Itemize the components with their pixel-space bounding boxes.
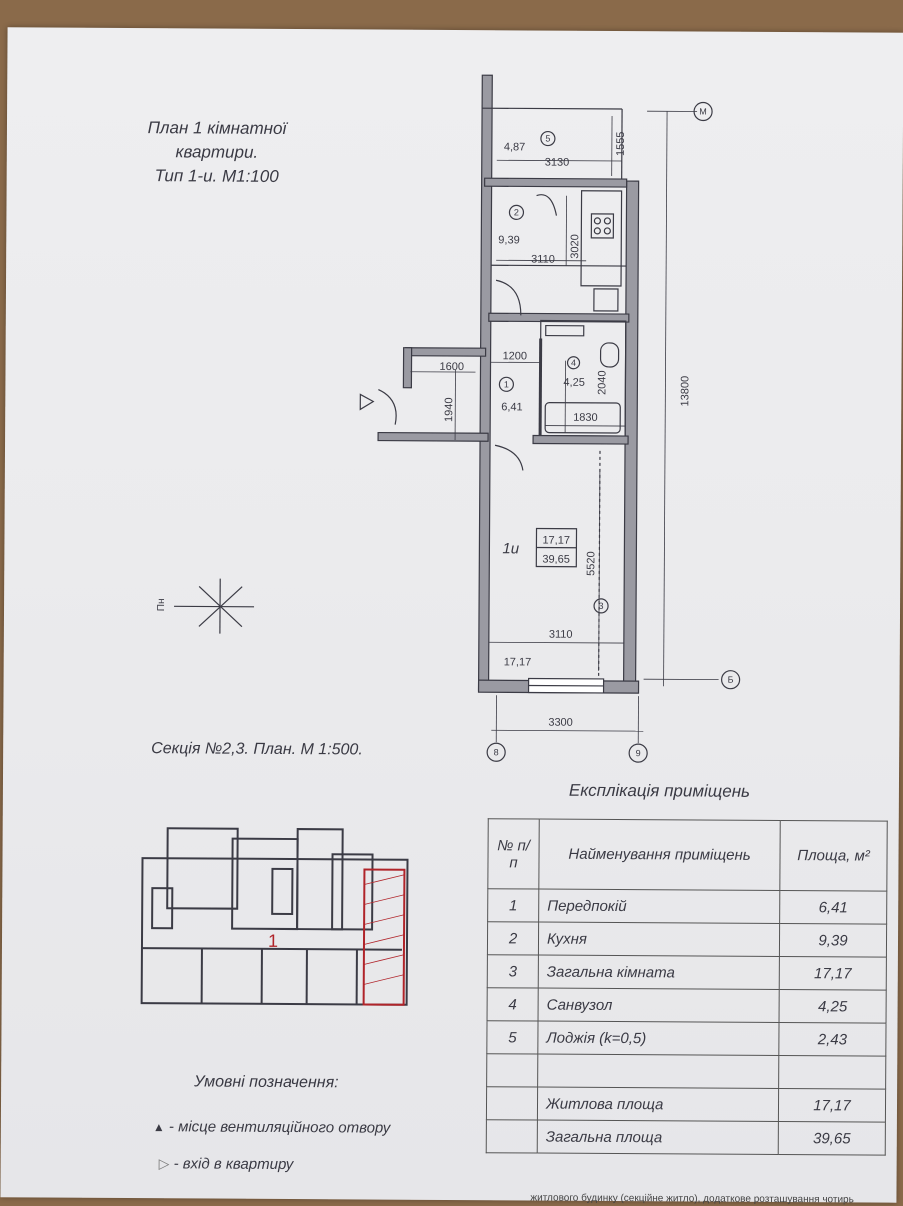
legend-entry-text: - вхід в квартиру xyxy=(174,1155,294,1173)
dim-total-height: 13800 xyxy=(679,376,691,407)
row-name: Кухня xyxy=(538,922,779,956)
room-marker-1: 1 xyxy=(504,379,509,389)
dim-living-area: 17,17 xyxy=(504,656,532,668)
row-name: Лоджія (k=0,5) xyxy=(538,1021,779,1055)
dim-bath-area: 4,25 xyxy=(563,377,584,389)
row-area: 17,17 xyxy=(779,957,886,991)
table-row: 2 Кухня 9,39 xyxy=(487,922,886,957)
axis-b: Б xyxy=(728,675,734,685)
axis-9: 9 xyxy=(636,748,641,758)
dim-balcony-depth: 1555 xyxy=(615,132,627,157)
table-row: 5 Лоджія (k=0,5) 2,43 xyxy=(487,1021,886,1056)
axis-m: М xyxy=(699,107,707,117)
row-num: 4 xyxy=(487,988,538,1021)
row-name: Санвузол xyxy=(538,988,779,1022)
section-plan: 1 xyxy=(132,798,423,1020)
legend-entry: ▷ - вхід в квартиру xyxy=(159,1155,294,1173)
row-area: 9,39 xyxy=(779,924,886,958)
living-area-row: Житлова площа 17,17 xyxy=(486,1087,885,1122)
north-label: Пн xyxy=(156,598,167,611)
legend-vent-text: - місце вентиляційного отвору xyxy=(169,1118,390,1136)
row-num: 3 xyxy=(487,955,538,988)
dim-kitchen-area: 9,39 xyxy=(498,234,519,246)
room-marker-3: 3 xyxy=(599,601,604,611)
dim-vestibule-depth: 1940 xyxy=(443,397,455,422)
axis-8: 8 xyxy=(494,747,499,757)
table-row: 4 Санвузол 4,25 xyxy=(487,988,886,1023)
apartment-label: 1и xyxy=(502,540,519,557)
dim-living-width: 3110 xyxy=(549,629,573,641)
total-area-value: 39,65 xyxy=(778,1122,885,1156)
living-area-label: Житлова площа xyxy=(537,1087,778,1121)
dim-balcony-width: 3130 xyxy=(545,157,570,169)
row-area: 4,25 xyxy=(779,990,886,1024)
dim-living-depth: 5520 xyxy=(585,551,597,576)
dim-bath-depth: 2040 xyxy=(596,370,608,395)
dim-bath-width: 1830 xyxy=(573,412,598,424)
dim-kitchen-width: 3110 xyxy=(531,253,555,265)
row-num: 5 xyxy=(487,1021,538,1054)
row-num: 2 xyxy=(487,922,538,955)
section-apartment-marker: 1 xyxy=(268,931,278,951)
living-area-value: 17,17 xyxy=(778,1089,885,1123)
dim-vestibule-width: 1600 xyxy=(439,361,464,373)
row-name: Загальна кімната xyxy=(538,955,779,989)
triangle-icon: ▲ xyxy=(153,1120,165,1134)
dim-kitchen-depth: 3020 xyxy=(569,234,581,259)
room-marker-4: 4 xyxy=(571,358,576,368)
legend-vent: ▲ - місце вентиляційного отвору xyxy=(153,1118,391,1136)
empty-row xyxy=(487,1054,886,1089)
header-num: № п/п xyxy=(488,819,539,889)
footer-note: житлового будинку (секційне житло), дода… xyxy=(530,1192,853,1205)
row-area: 2,43 xyxy=(779,1023,886,1057)
document-page: План 1 кімнатної квартири. Тип 1-и. М1:1… xyxy=(0,27,903,1202)
dim-overall-width: 3300 xyxy=(548,717,573,729)
dim-hall-area: 6,41 xyxy=(501,401,522,413)
room-marker-2: 2 xyxy=(514,207,519,217)
row-area: 6,41 xyxy=(780,891,887,925)
legend-title: Умовні позначення: xyxy=(194,1073,339,1092)
row-num: 1 xyxy=(488,889,539,922)
explication-header-row: № п/п Найменування приміщень Площа, м² xyxy=(488,819,887,891)
dim-hall-width: 1200 xyxy=(503,350,528,362)
apartment-living-area: 17,17 xyxy=(542,535,570,547)
room-marker-5: 5 xyxy=(545,134,550,144)
row-name: Передпокій xyxy=(539,889,780,923)
header-area: Площа, м² xyxy=(780,821,887,892)
table-row: 3 Загальна кімната 17,17 xyxy=(487,955,886,990)
section-title: Секція №2,3. План. М 1:500. xyxy=(151,740,363,759)
floor-plan: 4,87 3130 1555 9,39 3110 3020 1200 1600 … xyxy=(143,63,767,767)
table-row: 1 Передпокій 6,41 xyxy=(488,889,887,924)
entry-arrow-icon: ▷ xyxy=(159,1155,170,1171)
explication-title: Експлікація приміщень xyxy=(569,781,750,802)
header-name: Найменування приміщень xyxy=(539,819,780,890)
apartment-total-area: 39,65 xyxy=(542,554,570,566)
dim-balcony-area: 4,87 xyxy=(504,141,525,153)
total-area-label: Загальна площа xyxy=(537,1120,778,1154)
total-area-row: Загальна площа 39,65 xyxy=(486,1120,885,1155)
explication-table: № п/п Найменування приміщень Площа, м² 1… xyxy=(486,818,888,1155)
